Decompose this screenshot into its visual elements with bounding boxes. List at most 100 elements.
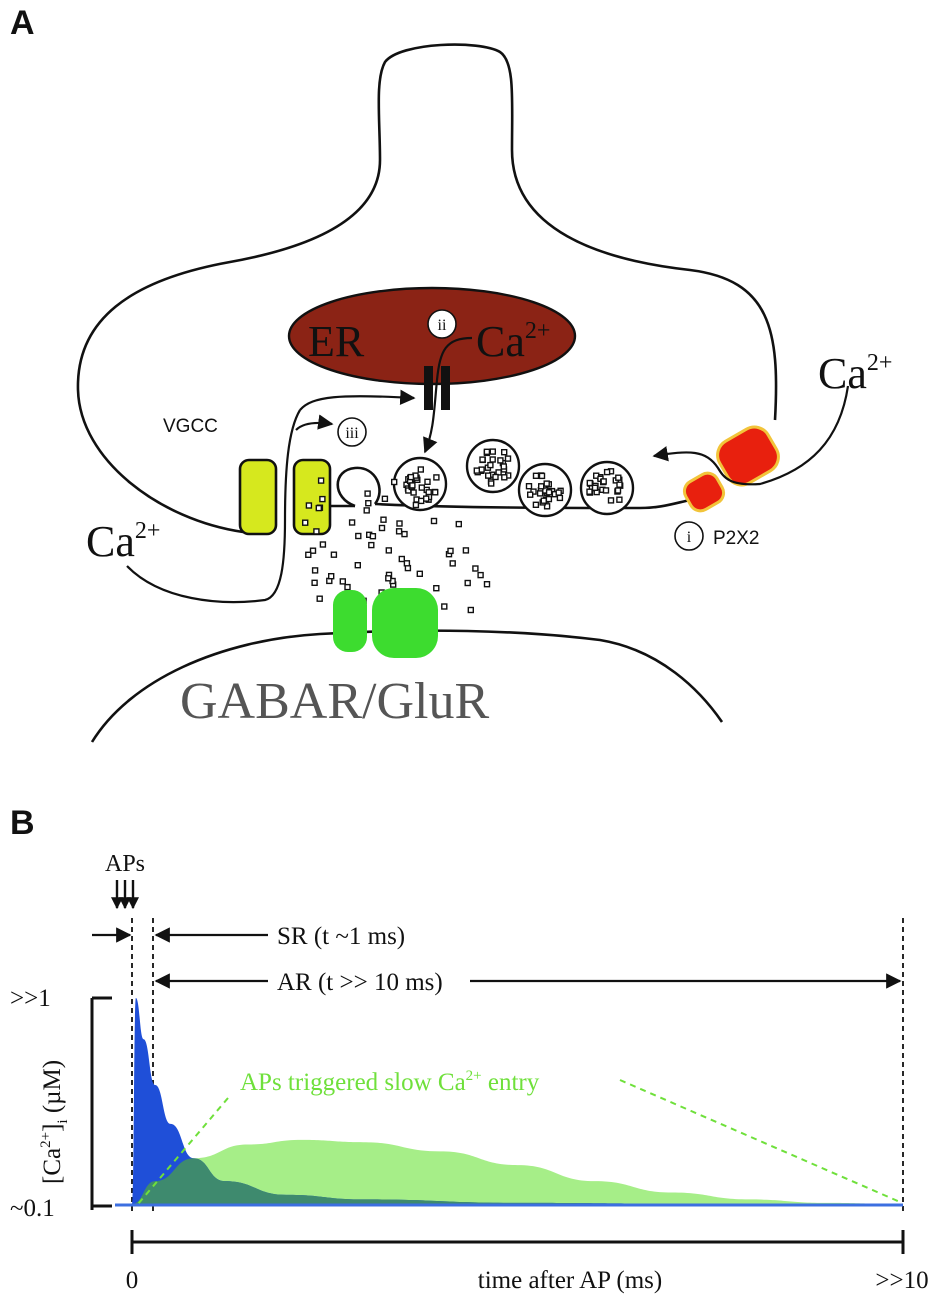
panel-b-letter: B bbox=[10, 804, 35, 842]
transmitter-dot bbox=[355, 532, 362, 540]
transmitter-dot bbox=[536, 490, 544, 497]
transmitter-dot bbox=[401, 530, 408, 538]
transmitter-dot bbox=[305, 502, 313, 509]
transmitter-dot bbox=[489, 448, 496, 455]
transmitter-dot bbox=[447, 547, 454, 555]
transmitter-dot bbox=[603, 468, 611, 476]
transmitter-dot bbox=[433, 474, 440, 481]
p2x2-receptor-small bbox=[682, 471, 726, 513]
vgcc-ca-influx-path bbox=[126, 409, 301, 604]
transmitter-dot bbox=[311, 579, 318, 586]
transmitter-dot bbox=[616, 481, 623, 488]
transmitter-dot bbox=[616, 496, 623, 503]
transmitter-dot bbox=[396, 520, 403, 527]
transmitter-dot bbox=[485, 472, 492, 479]
ylabel-main: [Ca bbox=[39, 1148, 66, 1184]
transmitter-dot bbox=[328, 573, 335, 580]
transmitter-dot bbox=[430, 517, 438, 525]
transmitter-dot bbox=[473, 467, 480, 474]
vgcc-to-er-arrow bbox=[299, 389, 416, 411]
transmitter-dot bbox=[504, 455, 512, 462]
transmitter-dot bbox=[543, 480, 550, 487]
transmitter-dot bbox=[449, 560, 456, 567]
annotation-end: entry bbox=[482, 1069, 540, 1096]
p2x2-label: P2X2 bbox=[713, 528, 759, 549]
sr-label: SR (t ~1 ms) bbox=[277, 923, 405, 950]
transmitter-dot bbox=[424, 478, 431, 485]
ylabel-sup: 2+ bbox=[38, 1132, 54, 1148]
aps-label: APs bbox=[105, 851, 145, 877]
transmitter-dot bbox=[532, 472, 540, 479]
transmitter-dot bbox=[607, 497, 615, 504]
transmitter-dot bbox=[344, 583, 351, 591]
transmitter-dot bbox=[313, 528, 320, 535]
vgcc-label: VGCC bbox=[163, 416, 218, 437]
receptor-label: GABAR/GluR bbox=[180, 673, 489, 730]
transmitter-dot bbox=[586, 488, 593, 495]
marker-ii-circle bbox=[427, 309, 457, 339]
transmitter-dot bbox=[532, 501, 540, 508]
panel-a-letter: A bbox=[10, 4, 35, 42]
plot-area bbox=[115, 998, 903, 1207]
transmitter-dot bbox=[385, 575, 392, 582]
ar-label: AR (t >> 10 ms) bbox=[277, 969, 443, 996]
ylabel-sub: i bbox=[55, 1119, 71, 1123]
left-ca-label: Ca2+ bbox=[86, 517, 160, 566]
p2x2-subunit-small bbox=[682, 471, 726, 513]
left-ca-sup: 2+ bbox=[135, 518, 161, 544]
transmitter-dot bbox=[540, 497, 547, 504]
transmitter-dot bbox=[555, 489, 562, 496]
receptor-subunit-small bbox=[333, 590, 367, 652]
er-release-arrow bbox=[423, 336, 473, 454]
transmitter-dot bbox=[543, 503, 551, 510]
er-ca-text: Ca bbox=[476, 317, 525, 366]
transmitter-dot bbox=[381, 495, 389, 502]
transmitter-dot bbox=[380, 516, 387, 523]
transmitter-dot bbox=[407, 473, 415, 481]
transmitter-dot bbox=[319, 541, 327, 548]
transmitter-dot bbox=[497, 457, 504, 464]
annotation-leader-left bbox=[137, 1097, 229, 1205]
transmitter-dot bbox=[330, 551, 338, 558]
receptor-subunit-large bbox=[372, 588, 438, 658]
transmitter-dot bbox=[433, 585, 440, 592]
fusing-vesicle bbox=[336, 466, 381, 508]
transmitter-dot bbox=[492, 473, 499, 481]
transmitter-dot bbox=[477, 571, 484, 579]
transmitter-dot bbox=[409, 482, 416, 489]
transmitter-dot bbox=[472, 565, 479, 572]
synaptic-vesicles bbox=[392, 438, 635, 518]
transmitter-dot bbox=[365, 500, 372, 507]
transmitter-dot bbox=[501, 474, 508, 481]
slow-entry-annotation: APs triggered slow Ca2+ entry bbox=[240, 1068, 540, 1096]
transmitter-dot bbox=[316, 595, 323, 602]
transmitter-dot bbox=[403, 560, 411, 567]
transmitter-dot bbox=[600, 478, 607, 485]
marker-i-circle bbox=[674, 521, 704, 551]
marker-iii-circle bbox=[337, 417, 367, 447]
transmitter-dot bbox=[487, 461, 494, 469]
x-tick-end: >>10 bbox=[875, 1267, 928, 1294]
p2x2-subunit-large bbox=[716, 425, 780, 487]
transmitter-dot bbox=[615, 474, 622, 481]
ylabel-units: (µM) bbox=[39, 1060, 66, 1120]
transmitter-dot bbox=[488, 480, 495, 487]
transmitter-dot bbox=[500, 463, 507, 470]
er-label: ER bbox=[308, 317, 365, 366]
transmitter-dot bbox=[483, 581, 491, 588]
transmitter-dot bbox=[391, 478, 398, 486]
right-ca-text: Ca bbox=[818, 349, 867, 398]
transmitter-dot bbox=[483, 448, 491, 455]
vgcc-left-subunit bbox=[238, 458, 278, 536]
transmitter-dot bbox=[364, 490, 371, 497]
transmitter-dot bbox=[309, 547, 317, 554]
transmitter-dot bbox=[556, 494, 564, 502]
er-ca-sup: 2+ bbox=[525, 318, 551, 344]
transmitter-dot bbox=[311, 567, 319, 574]
marker-iii: iii bbox=[345, 425, 359, 442]
transmitter-dot bbox=[538, 472, 546, 480]
transmitter-dot bbox=[545, 495, 553, 503]
released-transmitter bbox=[302, 477, 491, 614]
transmitter-dot bbox=[464, 579, 471, 587]
